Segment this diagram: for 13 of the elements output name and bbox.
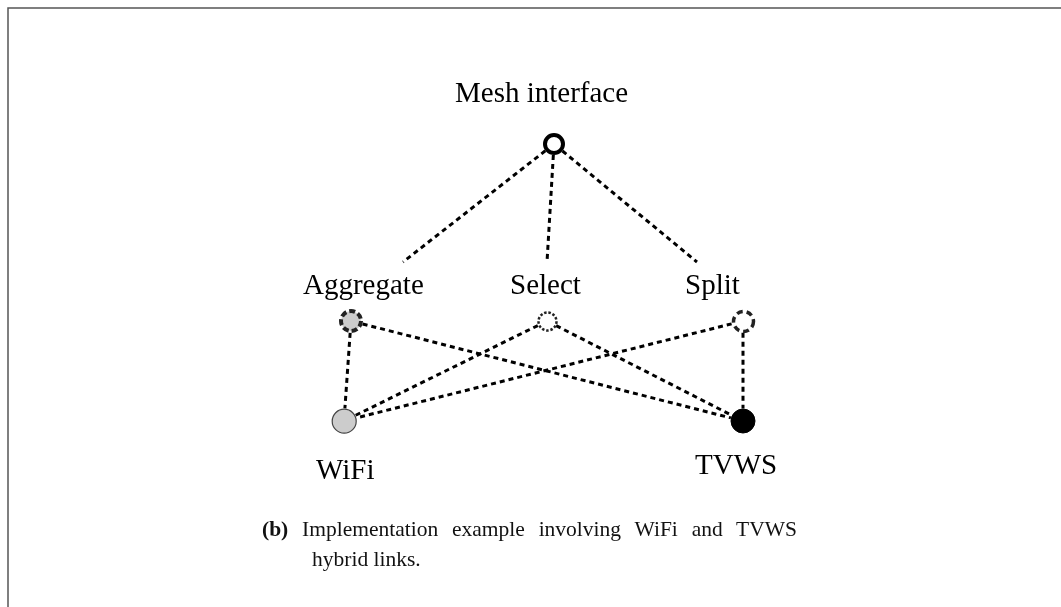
node-label: WiFi — [316, 455, 375, 484]
node-label: Select — [510, 270, 581, 299]
dashed-line — [741, 332, 745, 409]
dashed-line — [555, 324, 733, 417]
dashed-line — [343, 332, 352, 409]
dashed-line — [402, 149, 547, 264]
node-label: Split — [685, 270, 740, 299]
node-label: TVWS — [695, 450, 778, 479]
node-label: Aggregate — [303, 270, 424, 299]
dashed-line — [561, 149, 698, 264]
dashed-line — [354, 324, 539, 417]
node-label: Mesh interface — [455, 78, 629, 107]
figure-caption: (b) Implementation example involving WiFi and TVWS hybrid links. — [262, 516, 797, 573]
